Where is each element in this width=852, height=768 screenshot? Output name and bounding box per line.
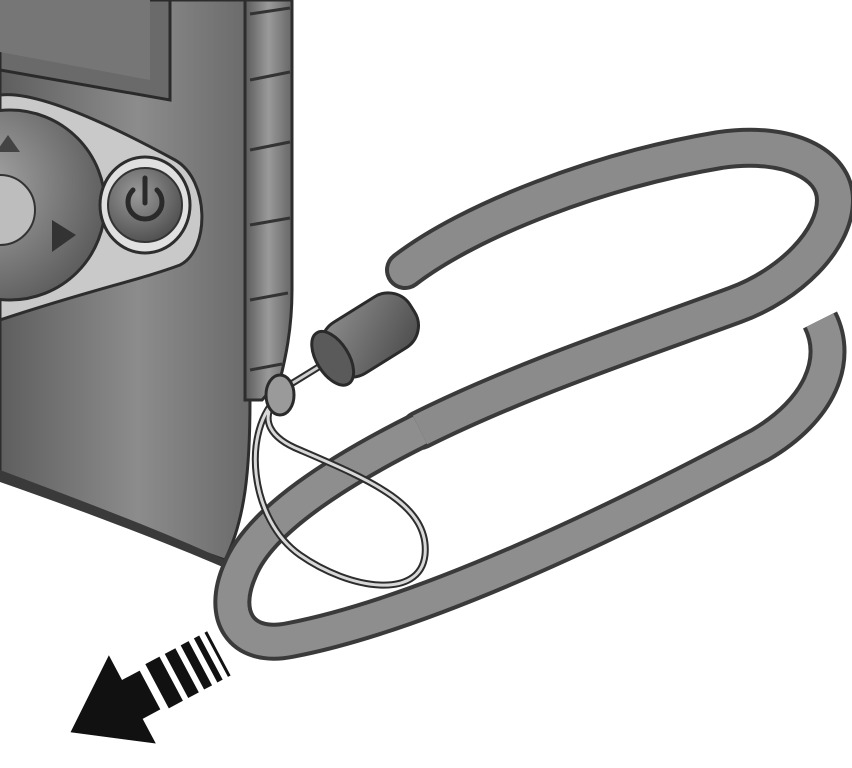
strap-ferrule	[303, 283, 428, 392]
pull-arrow-icon	[47, 609, 242, 768]
strap-eyelet	[266, 375, 294, 415]
camera-side-grip	[245, 0, 292, 400]
wrist-strap	[232, 148, 835, 642]
